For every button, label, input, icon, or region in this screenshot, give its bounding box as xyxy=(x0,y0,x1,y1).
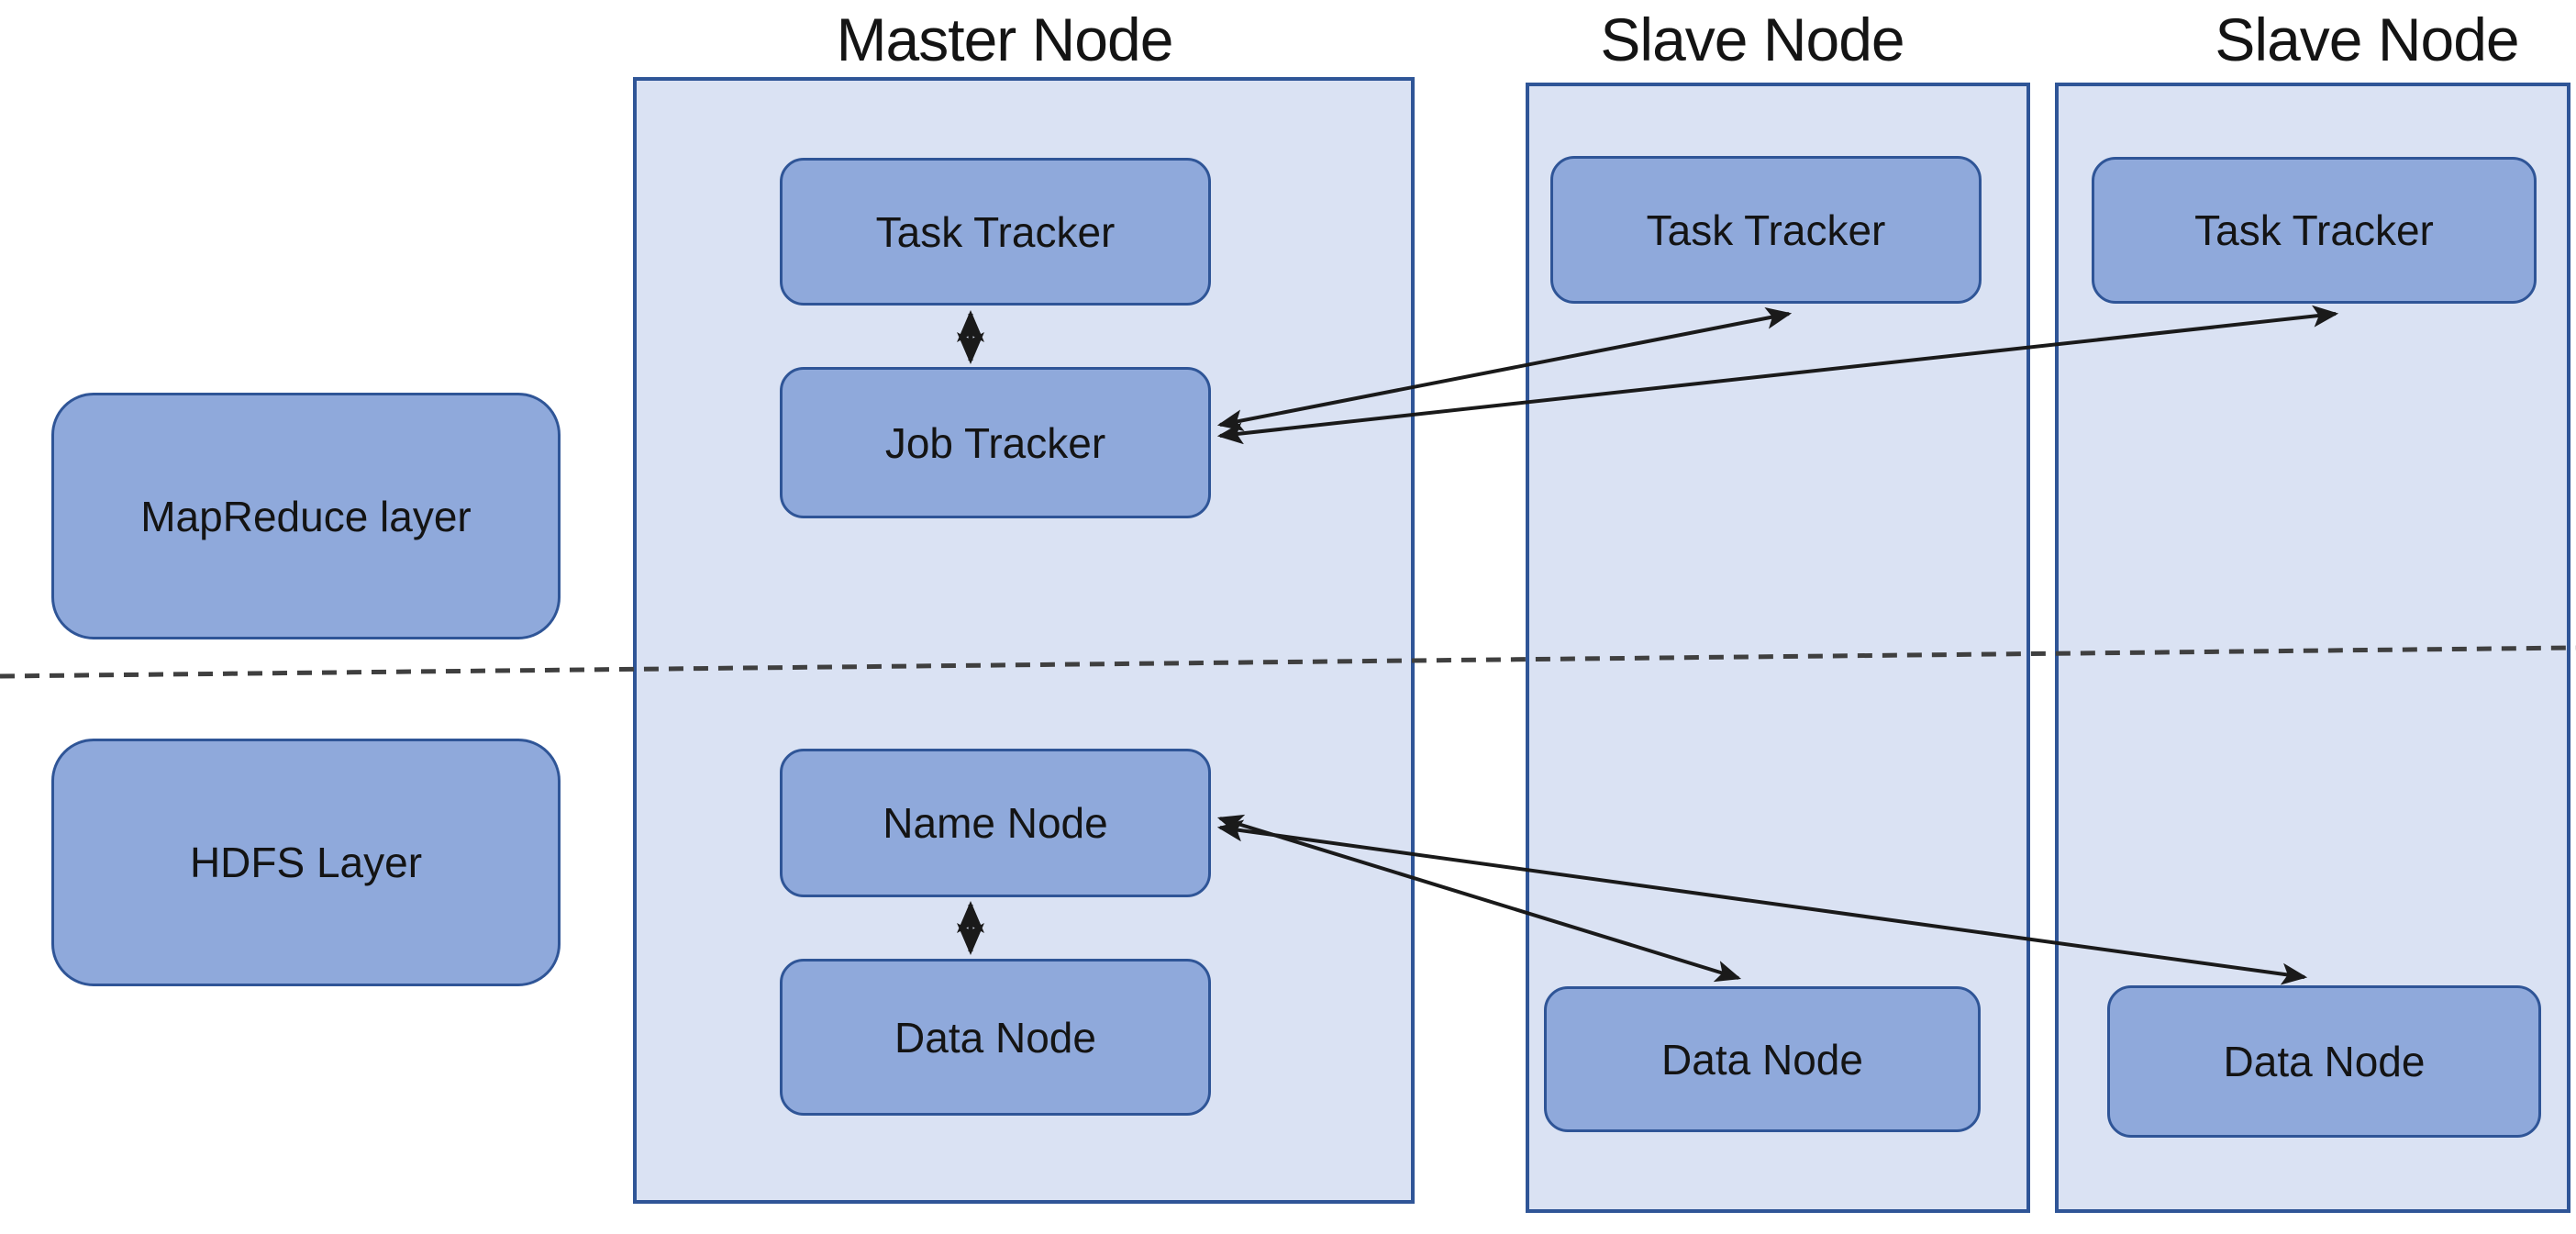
master-job-tracker-box: Job Tracker xyxy=(780,367,1211,518)
master-name-node-box: Name Node xyxy=(780,749,1211,897)
slave-node-1-title: Slave Node xyxy=(1600,6,1904,73)
master-task-tracker-label: Task Tracker xyxy=(875,207,1116,256)
master-data-node-label: Data Node xyxy=(894,1013,1096,1062)
master-job-tracker-label: Job Tracker xyxy=(884,418,1106,467)
master-task-tracker-box: Task Tracker xyxy=(780,158,1211,306)
slave1-task-tracker-label: Task Tracker xyxy=(1646,206,1886,254)
slave2-task-tracker-label: Task Tracker xyxy=(2194,206,2434,254)
slave1-data-node-box: Data Node xyxy=(1544,986,1981,1132)
master-node-title: Master Node xyxy=(836,6,1174,73)
hdfs-layer-box: HDFS Layer xyxy=(51,739,561,986)
master-name-node-label: Name Node xyxy=(883,799,1108,847)
mapreduce-layer-label: MapReduce layer xyxy=(140,492,472,540)
slave1-data-node-label: Data Node xyxy=(1661,1035,1863,1084)
slave2-data-node-label: Data Node xyxy=(2223,1038,2426,1085)
slave2-data-node-box: Data Node xyxy=(2107,985,2541,1138)
slave1-task-tracker-box: Task Tracker xyxy=(1550,156,1982,304)
slave2-task-tracker-box: Task Tracker xyxy=(2092,157,2537,304)
master-data-node-box: Data Node xyxy=(780,959,1211,1116)
hdfs-layer-label: HDFS Layer xyxy=(189,839,423,886)
mapreduce-layer-box: MapReduce layer xyxy=(51,393,561,639)
slave-node-2-title: Slave Node xyxy=(2215,6,2519,73)
